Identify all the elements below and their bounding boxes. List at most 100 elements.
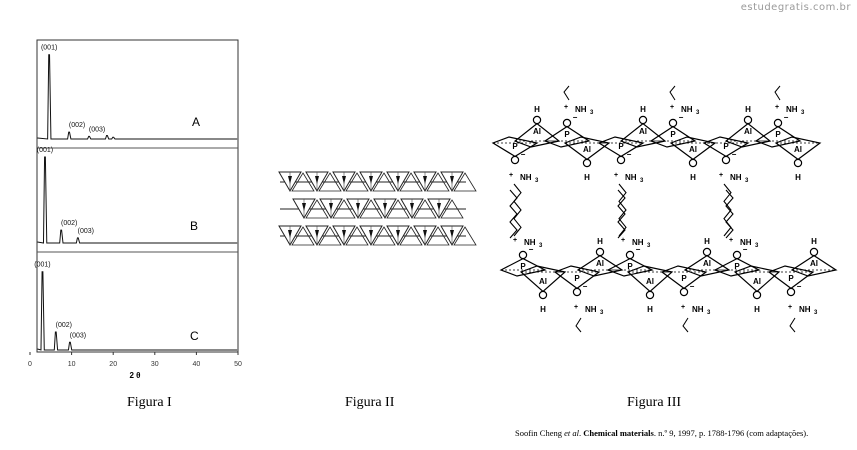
oxygen-atom <box>752 290 762 300</box>
source-journal: Chemical materials <box>583 428 654 438</box>
tetrahedron <box>305 199 329 219</box>
oxygen-atom <box>732 250 742 260</box>
charge-minus: − <box>521 150 526 159</box>
tetrahedron <box>597 136 645 158</box>
tetrahedron-shade <box>342 230 346 238</box>
tetrahedron <box>767 265 815 290</box>
aluminum-label: Al <box>703 259 711 268</box>
subscript-3: 3 <box>814 310 818 316</box>
charge-plus: + <box>788 304 792 311</box>
tetrahedron-shade <box>410 203 414 211</box>
tetrahedron <box>453 226 477 246</box>
peak-label: (002) <box>56 322 72 329</box>
hydrogen-label: H <box>534 105 540 114</box>
oxygen-atom <box>616 155 626 165</box>
tetrahedron <box>359 199 383 219</box>
caption-figura-1: Figura I <box>127 395 172 410</box>
oxygen-atom <box>721 155 731 165</box>
oxygen-atom <box>702 247 712 257</box>
tetrahedron-shade <box>315 176 319 184</box>
charge-plus: + <box>614 172 618 179</box>
phosphorus-label: P <box>775 130 781 139</box>
tetrahedron-shade <box>383 203 387 211</box>
aluminum-label: Al <box>794 145 802 154</box>
aluminum-label: Al <box>753 277 761 286</box>
alkyl-chain <box>774 85 781 101</box>
hydrogen-label: H <box>647 305 653 314</box>
subscript-3: 3 <box>590 110 594 116</box>
tetrahedron <box>345 226 369 246</box>
charge-minus: − <box>797 282 802 291</box>
charge-plus: + <box>681 304 685 311</box>
phosphorus-label: P <box>788 274 794 283</box>
ammonium-label: NH <box>632 238 644 247</box>
charge-plus: + <box>621 237 625 244</box>
charge-plus: + <box>670 104 674 111</box>
ammonium-label: NH <box>585 305 597 314</box>
hydrogen-label: H <box>745 105 751 114</box>
xrd-pattern-A <box>37 54 238 140</box>
tetrahedron <box>553 265 601 290</box>
ammonium-label: NH <box>681 105 693 114</box>
oxygen-atom <box>595 247 605 257</box>
oxygen-atom <box>743 115 753 125</box>
charge-minus: − <box>573 113 578 122</box>
phosphorus-label: P <box>734 262 740 271</box>
tetrahedron-shade <box>423 176 427 184</box>
xrd-pattern-B <box>37 156 238 244</box>
hydrogen-label: H <box>795 173 801 182</box>
x-tick-label: 40 <box>193 361 201 368</box>
charge-minus: − <box>636 245 641 254</box>
phosphorus-label: P <box>564 130 570 139</box>
oxygen-atom <box>572 287 582 297</box>
oxygen-atom <box>638 115 648 125</box>
charge-minus: − <box>690 282 695 291</box>
ammonium-label: NH <box>524 238 536 247</box>
charge-plus: + <box>509 172 513 179</box>
peak-label: (002) <box>69 122 85 129</box>
tetrahedron <box>426 172 450 192</box>
charge-minus: − <box>732 150 737 159</box>
peak-label: (001) <box>37 147 53 154</box>
ammonium-label: NH <box>799 305 811 314</box>
aluminum-label: Al <box>596 259 604 268</box>
tetrahedron <box>754 125 802 148</box>
hydrogen-label: H <box>540 305 546 314</box>
x-tick-label: 30 <box>151 361 159 368</box>
tetrahedron-shade <box>329 203 333 211</box>
oxygen-atom <box>688 158 698 168</box>
ammonium-label: NH <box>730 173 742 182</box>
subscript-3: 3 <box>535 178 539 184</box>
oxygen-atom <box>786 287 796 297</box>
chart-frame <box>36 39 239 353</box>
pattern-label-B: B <box>190 219 198 233</box>
alkyl-chain <box>509 189 518 239</box>
charge-plus: + <box>574 304 578 311</box>
tetrahedron-shade <box>356 203 360 211</box>
alkyl-chain <box>563 85 570 101</box>
oxygen-atom <box>668 118 678 128</box>
oxygen-atom <box>645 290 655 300</box>
tetrahedron <box>774 136 822 161</box>
hydrogen-label: H <box>584 173 590 182</box>
tetrahedron <box>372 172 396 192</box>
tetrahedron <box>386 199 410 219</box>
aluminum-label: Al <box>646 277 654 286</box>
phosphorus-label: P <box>574 274 580 283</box>
tetrahedron <box>702 136 750 158</box>
aluminum-label: Al <box>744 127 752 136</box>
phosphorus-label: P <box>681 274 687 283</box>
tetrahedron-shade <box>369 176 373 184</box>
subscript-3: 3 <box>696 110 700 116</box>
pattern-label-C: C <box>190 329 199 343</box>
tetrahedron <box>669 136 717 161</box>
tetrahedron <box>332 199 356 219</box>
ammonium-label: NH <box>786 105 798 114</box>
tetrahedron <box>318 226 342 246</box>
peak-label: (003) <box>70 332 86 339</box>
caption-figura-2: Figura II <box>345 395 395 410</box>
tetrahedron-shade <box>369 230 373 238</box>
charge-minus: − <box>743 245 748 254</box>
peak-label: (003) <box>78 228 94 235</box>
tetrahedron-shade <box>450 230 454 238</box>
